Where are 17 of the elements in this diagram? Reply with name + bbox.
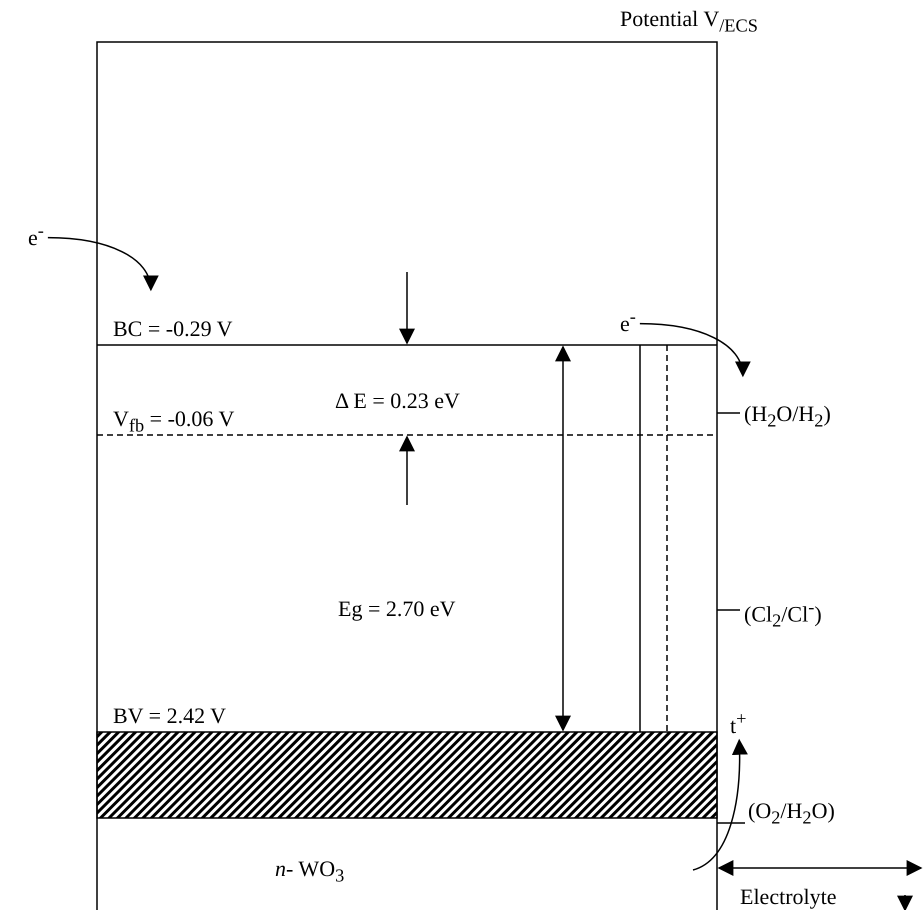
level-label: BC = -0.29 V bbox=[113, 318, 233, 340]
curved-arrow bbox=[48, 236, 158, 292]
curved-arrow bbox=[692, 738, 748, 871]
redox-couple-label: (H$_{2}$O/H$_{2}$) bbox=[744, 403, 831, 430]
energy-label: Δ E = 0.23 eV bbox=[335, 390, 460, 412]
charge-carrier-label: t$^{+}$ bbox=[730, 710, 746, 738]
charge-carrier-label: e$^{-}$ bbox=[28, 222, 44, 250]
axis-title: Potential V$_{/ECS}$ bbox=[620, 8, 758, 35]
redox-couple-label: (Cl$_{2}$/Cl$^{-}$) bbox=[744, 598, 822, 630]
level-label: BV = 2.42 V bbox=[113, 705, 226, 727]
curved-arrow bbox=[640, 322, 750, 378]
level-label: V$_{fb}$ = -0.06 V bbox=[113, 408, 234, 435]
charge-carrier-label: e$^{-}$ bbox=[620, 308, 636, 336]
region-label: Electrolyte bbox=[740, 886, 837, 908]
material-label: n- WO$_{3}$ bbox=[275, 858, 344, 885]
energy-label: Eg = 2.70 eV bbox=[338, 598, 456, 620]
redox-couple-label: (O$_{2}$/H$_{2}$O) bbox=[748, 800, 835, 827]
